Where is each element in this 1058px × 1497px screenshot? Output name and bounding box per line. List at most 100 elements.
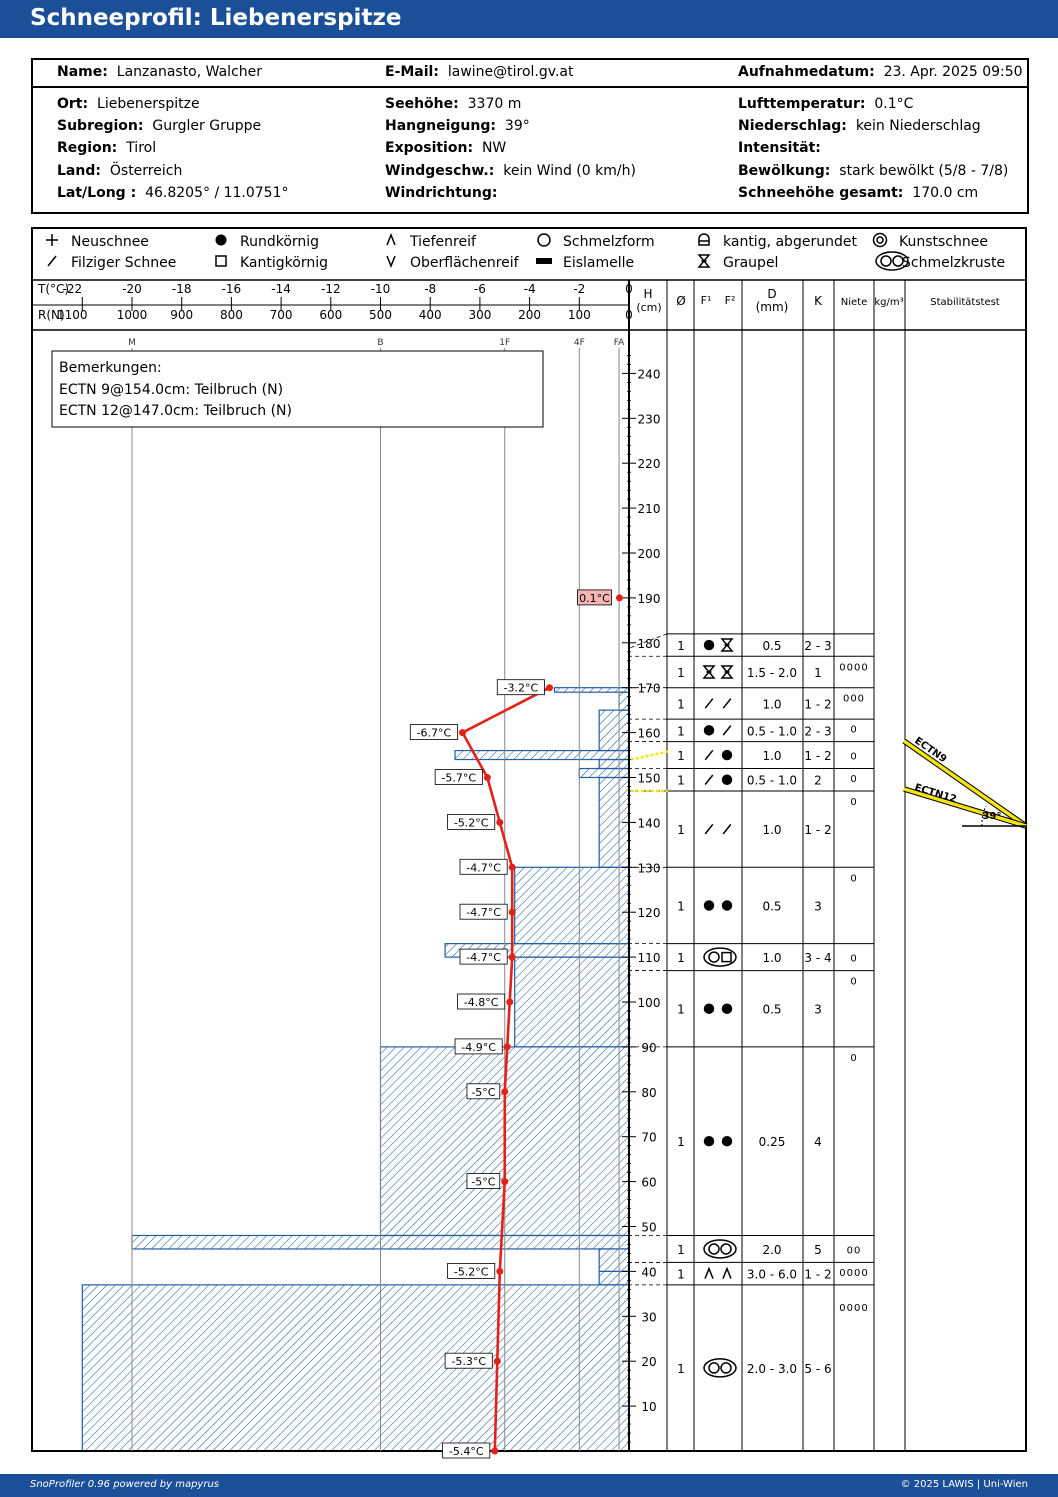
- schneehoehe-field: Schneehöhe gesamt: 170.0 cm: [738, 185, 979, 201]
- temperature-label-box: [466, 1173, 501, 1189]
- r-axis-tick-label: 900: [170, 308, 193, 322]
- legend-item: kantig, abgerundet: [698, 233, 857, 250]
- crust-square-icon: [721, 951, 732, 963]
- temperature-point: [501, 1178, 509, 1186]
- temperature-label-box: [457, 993, 506, 1010]
- temperature-label: -4.8°C: [464, 996, 499, 1009]
- t-axis-tick-label: -6: [474, 282, 486, 296]
- slash-icon: [722, 725, 732, 736]
- temperature-label: -4.9°C: [461, 1041, 496, 1054]
- crust-circle-icon: [708, 951, 720, 963]
- slash-icon: [722, 823, 732, 835]
- double-circle-inner-icon: [876, 236, 884, 244]
- layer-grain-forms: [703, 725, 732, 736]
- column-header-k: K: [814, 294, 823, 308]
- t-axis-tick-label: -8: [424, 282, 436, 296]
- temperature-point: [496, 818, 504, 826]
- height-tick-label: 10: [641, 1400, 656, 1414]
- legend-label: Rundkörnig: [240, 234, 319, 250]
- temperature-label: -5°C: [471, 1086, 495, 1099]
- temperature-label-box: [496, 679, 545, 696]
- layer-diam: 1: [677, 774, 685, 788]
- hardness-bar: [553, 687, 630, 693]
- layer-diam: 1: [677, 1135, 685, 1149]
- temperature-label-box: [434, 769, 483, 785]
- legend-label: Kantigkörnig: [240, 255, 328, 271]
- column-header-d: D: [767, 287, 776, 301]
- layer-grain-forms: [703, 638, 734, 652]
- plus-icon: [46, 234, 58, 246]
- legend-label: Tiefenreif: [409, 234, 477, 250]
- dot-icon: [721, 1135, 733, 1147]
- layer-hardness: 3 - 4: [804, 951, 831, 965]
- height-tick-label: 20: [641, 1355, 656, 1369]
- temperature-point: [508, 953, 516, 961]
- height-tick-label: 170: [638, 682, 661, 696]
- layer-grain-forms: [702, 665, 734, 679]
- legend-item: Tiefenreif: [386, 232, 477, 250]
- r-axis-label: R(N): [38, 308, 65, 322]
- layer-grain-forms: [703, 1239, 737, 1259]
- subregion-field: Subregion: Gurgler Gruppe: [57, 118, 262, 134]
- legend-item: Rundkörnig: [215, 234, 319, 250]
- windrichtung-field: Windrichtung:: [385, 185, 498, 201]
- profile-frame: [31, 227, 1027, 1452]
- layer-size: 0.5: [762, 899, 781, 913]
- legend-item: Neuschnee: [46, 234, 149, 250]
- stability-beam: [902, 739, 1028, 828]
- hangneigung-field: Hangneigung: 39°: [385, 118, 530, 134]
- temperature-point: [459, 729, 467, 737]
- column-header-h_unit: (cm): [636, 301, 661, 314]
- layer-niete: 0: [850, 977, 857, 988]
- dot-icon: [703, 639, 715, 651]
- crust-icon: [703, 1358, 737, 1378]
- column-header-f1: F¹: [701, 294, 712, 307]
- bar-icon: [536, 258, 552, 264]
- layer-size: 0.5: [762, 1003, 781, 1017]
- height-tick-label: 110: [638, 951, 661, 965]
- column-header-niete: Niete: [841, 297, 867, 308]
- temperature-label: -5.4°C: [449, 1445, 484, 1458]
- square-icon: [215, 255, 227, 267]
- height-tick-label: 130: [638, 861, 661, 875]
- temperature-label: -6.7°C: [417, 727, 452, 740]
- r-axis-tick-label: 700: [270, 308, 293, 322]
- layer-niete: 0: [850, 774, 857, 785]
- height-tick-label: 220: [638, 457, 661, 471]
- hardness-bar: [618, 691, 630, 711]
- layer-size: 0.5 - 1.0: [747, 724, 797, 738]
- temperature-label-box: [409, 724, 458, 740]
- double-circle-icon: [872, 232, 888, 248]
- layer-grain-forms: [704, 698, 732, 709]
- t-axis-tick-label: -16: [222, 282, 242, 296]
- layer-diam: 1: [677, 1362, 685, 1376]
- caret-up-icon: [386, 232, 396, 246]
- layer-diam: 1: [677, 1243, 685, 1257]
- layer-hardness: 1: [814, 666, 822, 680]
- layer-size: 3.0 - 6.0: [747, 1268, 797, 1282]
- layer-hardness: 1 - 2: [804, 749, 831, 763]
- legend-label: Eislamelle: [563, 255, 634, 271]
- layer-diam: 1: [677, 899, 685, 913]
- intensitaet-field: Intensität:: [738, 140, 821, 156]
- hardness-bar: [598, 758, 630, 770]
- dot-icon: [721, 1003, 733, 1014]
- footer-credit: SnoProfiler 0.96 powered by mapyrus: [30, 1479, 220, 1490]
- layer-size: 2.0: [762, 1243, 781, 1257]
- metadata-panel: Name: Lanzanasto, Walcher E-Mail: lawine…: [31, 58, 1029, 214]
- footer-bar: SnoProfiler 0.96 powered by mapyrus © 20…: [0, 1474, 1058, 1497]
- layer-niete: 0000: [839, 662, 868, 673]
- layer-hardness: 2 - 3: [804, 639, 831, 653]
- layer-diam: 1: [677, 1003, 685, 1017]
- t-axis-tick-label: -12: [321, 282, 341, 296]
- column-header-d_unit: (mm): [756, 300, 789, 314]
- slash-icon: [704, 749, 714, 761]
- height-tick-label: 40: [641, 1265, 656, 1279]
- crust-left-icon: [708, 1362, 720, 1374]
- layer-hardness: 1 - 2: [804, 1268, 831, 1282]
- air-temperature-label: 0.1°C: [579, 592, 610, 605]
- slash-icon: [704, 774, 714, 785]
- legend-item: Kantigkörnig: [215, 255, 328, 271]
- height-tick-label: 150: [638, 772, 661, 786]
- dot-icon: [721, 774, 733, 785]
